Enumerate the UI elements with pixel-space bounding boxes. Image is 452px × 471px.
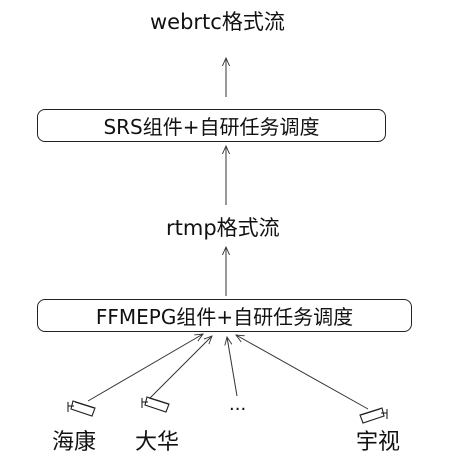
camera-label-more: ... — [229, 394, 247, 415]
camera-icon-dahua — [141, 396, 170, 413]
camera-label-uniview: 宇视 — [356, 430, 401, 455]
camera-icon-hikvision — [67, 400, 96, 417]
arrow-camera-dahua — [149, 336, 212, 399]
camera-icon-uniview — [359, 407, 388, 424]
arrow-camera-hikvision — [87, 334, 203, 402]
camera-label-dahua: 大华 — [135, 430, 180, 455]
rtmp-label: rtmp格式流 — [166, 216, 280, 240]
srs-component-box: SRS组件+自研任务调度 — [37, 109, 386, 142]
webrtc-label: webrtc格式流 — [150, 10, 285, 34]
ffmpeg-component-box: FFMEPG组件+自研任务调度 — [37, 299, 412, 332]
srs-component-label: SRS组件+自研任务调度 — [103, 115, 320, 139]
arrow-camera-uniview — [236, 335, 369, 410]
arrow-camera-more — [227, 337, 238, 397]
camera-label-hikvision: 海康 — [52, 430, 97, 455]
ffmpeg-component-label: FFMEPG组件+自研任务调度 — [95, 305, 354, 329]
